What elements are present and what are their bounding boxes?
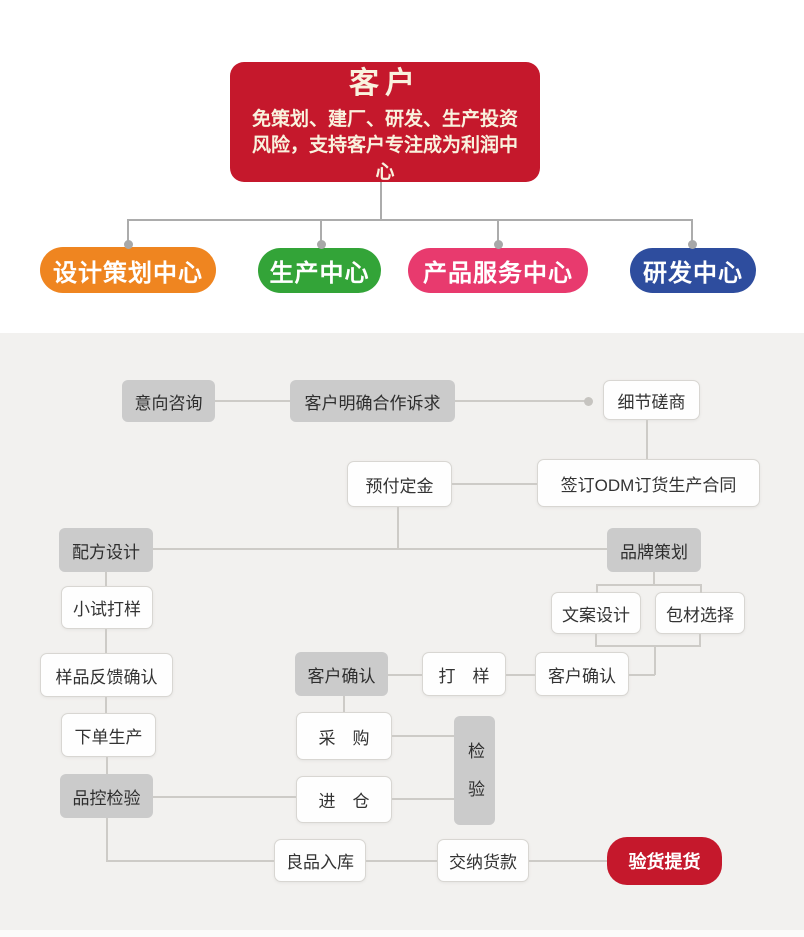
flow-node-order-production: 下单生产	[61, 713, 156, 757]
center-pill-rnd: 研发中心	[630, 248, 756, 293]
connector-line	[127, 219, 129, 245]
center-pill-production: 生产中心	[258, 248, 381, 293]
customer-title: 客户	[349, 66, 421, 100]
connector-line	[452, 483, 537, 485]
flow-node-odm-contract: 签订ODM订货生产合同	[537, 459, 760, 507]
connector-line	[497, 219, 499, 245]
connector-line	[105, 629, 107, 653]
flow-node-copy-design: 文案设计	[551, 592, 641, 634]
flow-node-deposit: 预付定金	[347, 461, 452, 507]
center-pill-product-service: 产品服务中心	[408, 248, 588, 293]
connector-line	[529, 860, 607, 862]
connector-line	[596, 584, 598, 593]
flow-node-clarify-demand: 客户明确合作诉求	[290, 380, 455, 422]
connector-line	[646, 420, 648, 459]
flow-node-warehouse-entry: 进 仓	[296, 776, 392, 823]
connector-line	[506, 674, 535, 676]
flow-node-qc-inspection: 品控检验	[60, 774, 153, 818]
connector-line	[106, 818, 108, 862]
connector-line	[105, 572, 107, 586]
connector-line	[629, 674, 655, 676]
flow-node-detail-negotiation: 细节磋商	[603, 380, 700, 420]
connector-line	[366, 860, 437, 862]
connector-line	[700, 584, 702, 593]
connector-line	[388, 674, 422, 676]
flow-node-customer-confirm-1: 客户确认	[295, 652, 388, 696]
connector-dot	[687, 239, 697, 249]
flow-node-inspection: 检 验	[454, 716, 495, 825]
flow-node-packaging-selection: 包材选择	[655, 592, 745, 634]
connector-line	[215, 400, 290, 402]
connector-line	[455, 400, 587, 402]
flow-node-purchasing: 采 购	[296, 712, 392, 760]
flow-node-sample-feedback: 样品反馈确认	[40, 653, 173, 697]
flow-node-payment: 交纳货款	[437, 839, 529, 882]
connector-line	[320, 219, 322, 245]
flow-node-goods-pickup: 验货提货	[607, 837, 722, 885]
connector-line	[127, 219, 693, 221]
connector-line	[397, 507, 399, 550]
connector-line	[691, 219, 693, 245]
flow-node-good-product-storage: 良品入库	[274, 839, 366, 882]
connector-line	[595, 645, 701, 647]
connector-line	[105, 697, 107, 713]
connector-line	[596, 584, 701, 586]
connector-line	[153, 548, 607, 550]
connector-line	[153, 796, 296, 798]
flow-node-proofing: 打 样	[422, 652, 506, 696]
connector-line	[343, 696, 345, 712]
flow-node-trial-sample: 小试打样	[61, 586, 153, 629]
flow-node-formula-design: 配方设计	[59, 528, 153, 572]
center-pill-design-planning: 设计策划中心	[40, 247, 216, 293]
flow-node-inquiry: 意向咨询	[122, 380, 215, 422]
flow-node-customer-confirm-2: 客户确认	[535, 652, 629, 696]
connector-dot	[583, 396, 593, 406]
connector-line	[106, 860, 274, 862]
customer-description: 免策划、建厂、研发、生产投资风险，支持客户专注成为利润中心	[251, 108, 518, 183]
connector-dot	[316, 239, 326, 249]
bottom-strip	[0, 930, 804, 937]
connector-line	[106, 757, 108, 774]
connector-line	[392, 798, 454, 800]
connector-line	[380, 182, 382, 220]
customer-root-node: 客户 免策划、建厂、研发、生产投资风险，支持客户专注成为利润中心	[230, 62, 540, 183]
connector-line	[653, 572, 655, 584]
connector-line	[699, 634, 701, 646]
flow-node-brand-planning: 品牌策划	[607, 528, 701, 572]
connector-dot	[123, 239, 133, 249]
connector-line	[595, 634, 597, 646]
connector-dot	[493, 239, 503, 249]
connector-line	[392, 735, 454, 737]
connector-line	[654, 645, 656, 675]
